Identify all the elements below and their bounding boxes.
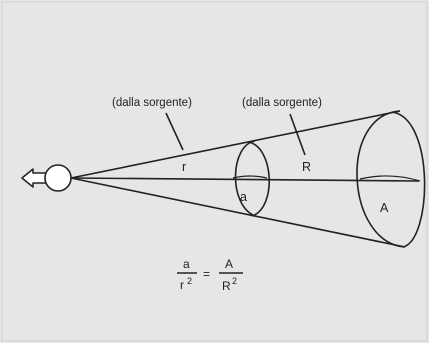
label-large-area: A bbox=[380, 201, 389, 215]
inverse-square-formula: a r 2 = A R 2 bbox=[177, 257, 243, 293]
large-cross-section bbox=[356, 110, 426, 248]
label-from-source-left: (dalla sorgente) bbox=[112, 97, 192, 109]
formula-right-denominator-base: R bbox=[222, 279, 231, 293]
label-from-source-right: (dalla sorgente) bbox=[242, 97, 322, 109]
light-cone bbox=[70, 110, 420, 248]
small-cross-section bbox=[232, 140, 271, 217]
label-small-area: a bbox=[240, 190, 247, 204]
label-small-radius: r bbox=[182, 160, 186, 174]
leader-line-R bbox=[289, 113, 306, 156]
light-source-icon bbox=[21, 164, 72, 192]
formula-right-numerator: A bbox=[225, 257, 233, 271]
leader-line-r bbox=[165, 112, 184, 151]
cone-upper-edge bbox=[70, 110, 401, 179]
label-large-radius: R bbox=[302, 160, 311, 174]
formula-right-denominator-exponent: 2 bbox=[232, 276, 237, 286]
formula-left-denominator-exponent: 2 bbox=[187, 276, 192, 286]
formula-left-denominator-base: r bbox=[180, 278, 184, 292]
formula-equals-sign: = bbox=[203, 267, 210, 281]
formula-left-numerator: a bbox=[183, 257, 190, 271]
cone-lower-edge bbox=[70, 177, 406, 248]
cone-axis bbox=[70, 177, 420, 182]
